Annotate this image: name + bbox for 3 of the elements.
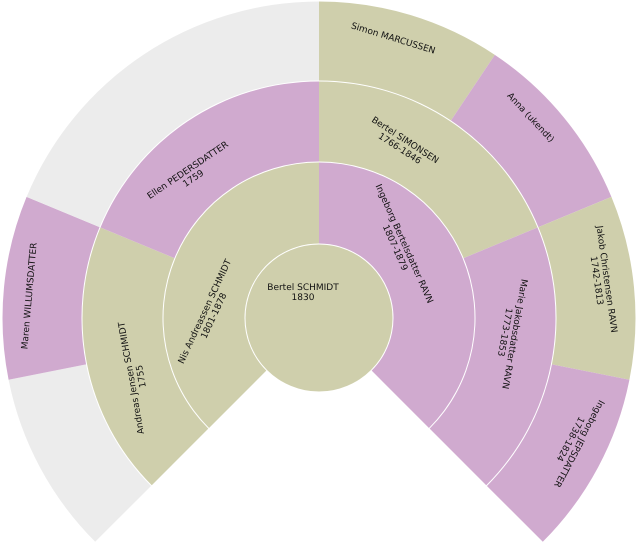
- person-name: Bertel SCHMIDT: [267, 283, 339, 293]
- life-dates: 1830: [292, 293, 314, 303]
- person-name: Maren WILLUMSDATTER: [20, 242, 40, 350]
